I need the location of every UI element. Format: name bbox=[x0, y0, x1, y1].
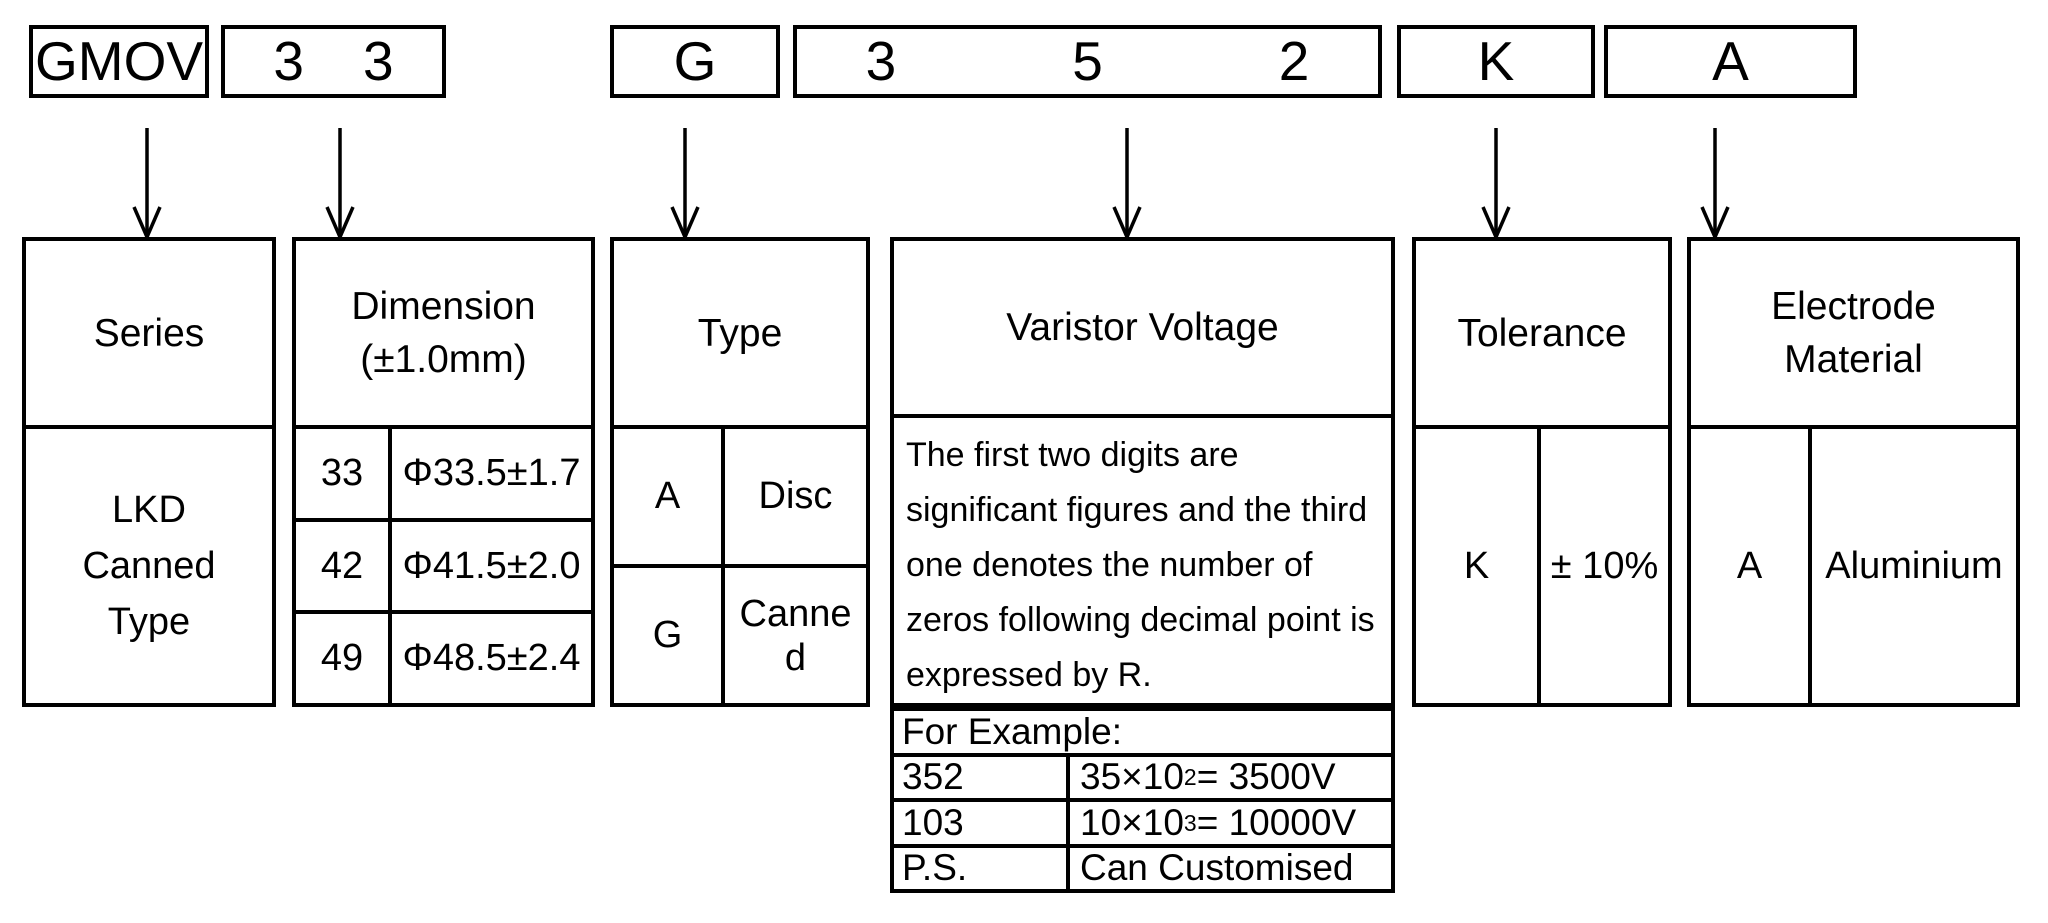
dimension-code-cell: 49 bbox=[320, 637, 364, 680]
tolerance-value-cell: ± 10% bbox=[1537, 429, 1668, 703]
dimension-value-cell: Φ33.5±1.7 bbox=[388, 429, 591, 518]
series-body: LKD Canned Type bbox=[26, 429, 272, 703]
description-line: significant figures and the third bbox=[906, 491, 1368, 529]
type-value-text: Canned bbox=[739, 592, 852, 679]
example-value-rest: = 3500V bbox=[1196, 756, 1336, 798]
down-arrow-icon bbox=[325, 128, 355, 238]
dimension-header-line: Dimension bbox=[351, 285, 536, 328]
code-text-tolerance: K bbox=[1477, 30, 1515, 92]
type-box: Type A Disc G Canned bbox=[610, 237, 870, 707]
dimension-value-cell: Φ41.5±2.0 bbox=[388, 521, 591, 611]
varistor-voltage-description: The first two digits are significant fig… bbox=[894, 418, 1391, 703]
code-box-type: G bbox=[610, 25, 780, 98]
table-row: 49 Φ48.5±2.4 bbox=[296, 610, 591, 704]
dimension-code-cell: 42 bbox=[320, 544, 364, 587]
dimension-value-cell: Φ48.5±2.4 bbox=[388, 614, 591, 704]
varistor-voltage-header: Varistor Voltage bbox=[894, 241, 1391, 418]
tolerance-box: Tolerance K ± 10% bbox=[1412, 237, 1672, 707]
type-value-cell: Canned bbox=[721, 568, 866, 703]
code-text-electrode: A bbox=[1712, 30, 1749, 92]
table-row: A Aluminium bbox=[1691, 429, 2016, 703]
code-digit: 3 bbox=[363, 30, 394, 92]
type-code-cell: A bbox=[654, 475, 681, 517]
code-box-electrode: A bbox=[1604, 25, 1857, 98]
code-text-type: G bbox=[673, 30, 717, 92]
type-table: A Disc G Canned bbox=[614, 429, 866, 703]
example-value-rest: = 10000V bbox=[1196, 801, 1357, 843]
down-arrow-icon bbox=[1481, 128, 1511, 238]
example-value-base: Can Customised bbox=[1080, 847, 1354, 889]
example-code-cell: 352 bbox=[902, 756, 964, 798]
description-line: The first two digits are bbox=[906, 436, 1239, 474]
table-row: 42 Φ41.5±2.0 bbox=[296, 517, 591, 611]
down-arrow-icon bbox=[1700, 128, 1730, 238]
example-value-base: 35×10 bbox=[1080, 756, 1184, 798]
description-line: expressed by R. bbox=[906, 656, 1152, 694]
code-digit: 3 bbox=[865, 30, 897, 92]
table-row: K ± 10% bbox=[1416, 429, 1668, 703]
dimension-box: Dimension (±1.0mm) 33 Φ33.5±1.7 42 Φ41.5… bbox=[292, 237, 595, 707]
down-arrow-icon bbox=[670, 128, 700, 238]
example-value-cell: Can Customised bbox=[1066, 847, 1391, 889]
electrode-header-line: Electrode bbox=[1771, 285, 1936, 328]
electrode-material-box: Electrode Material A Aluminium bbox=[1687, 237, 2020, 707]
code-digit: 3 bbox=[273, 30, 304, 92]
tolerance-table: K ± 10% bbox=[1416, 429, 1668, 703]
table-row: For Example: bbox=[894, 711, 1391, 753]
electrode-code-cell: A bbox=[1736, 544, 1763, 587]
code-box-dimension: 3 3 bbox=[221, 25, 446, 98]
example-title: For Example: bbox=[902, 710, 1123, 752]
series-body-line: Type bbox=[107, 601, 191, 643]
electrode-table: A Aluminium bbox=[1691, 429, 2016, 703]
code-text-series: GMOV bbox=[34, 30, 204, 92]
description-line: zeros following decimal point is bbox=[906, 601, 1375, 639]
tolerance-code-cell: K bbox=[1463, 544, 1490, 587]
dimension-code-cell: 33 bbox=[320, 451, 364, 494]
code-box-tolerance: K bbox=[1397, 25, 1595, 98]
electrode-value-cell: Aluminium bbox=[1808, 429, 2016, 703]
dimension-header: Dimension (±1.0mm) bbox=[296, 241, 591, 429]
series-body-line: Canned bbox=[82, 545, 216, 587]
tolerance-header: Tolerance bbox=[1416, 241, 1668, 429]
type-value-cell: Disc bbox=[721, 429, 866, 564]
type-code-cell: G bbox=[652, 614, 683, 656]
down-arrow-icon bbox=[132, 128, 162, 238]
series-box: Series LKD Canned Type bbox=[22, 237, 276, 707]
down-arrow-icon bbox=[1112, 128, 1142, 238]
code-box-series: GMOV bbox=[29, 25, 209, 98]
example-code-cell: P.S. bbox=[902, 847, 968, 889]
series-header: Series bbox=[26, 241, 272, 429]
code-box-voltage: 3 5 2 bbox=[793, 25, 1382, 98]
electrode-material-header: Electrode Material bbox=[1691, 241, 2016, 429]
code-digit: 5 bbox=[1072, 30, 1103, 92]
series-body-line: LKD bbox=[112, 489, 186, 531]
dimension-header-line: (±1.0mm) bbox=[360, 338, 527, 381]
code-digit: 2 bbox=[1278, 30, 1310, 92]
table-row: G Canned bbox=[614, 564, 866, 703]
varistor-voltage-box: Varistor Voltage The first two digits ar… bbox=[890, 237, 1395, 707]
example-code-cell: 103 bbox=[902, 801, 964, 843]
electrode-header-line: Material bbox=[1784, 338, 1923, 381]
table-row: A Disc bbox=[614, 429, 866, 564]
table-row: P.S. Can Customised bbox=[894, 843, 1391, 889]
type-header: Type bbox=[614, 241, 866, 429]
table-row: 33 Φ33.5±1.7 bbox=[296, 429, 591, 518]
dimension-table: 33 Φ33.5±1.7 42 Φ41.5±2.0 49 Φ48.5±2.4 bbox=[296, 429, 591, 704]
example-value-base: 10×10 bbox=[1080, 801, 1184, 843]
description-line: one denotes the number of bbox=[906, 546, 1313, 584]
